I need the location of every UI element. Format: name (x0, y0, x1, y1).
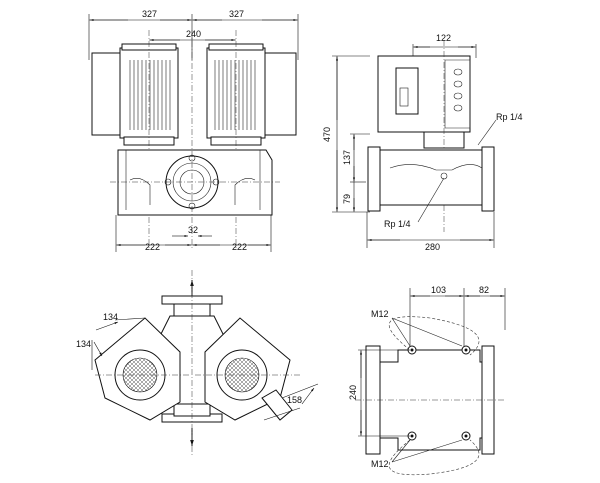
dim-222-left: 222 (145, 242, 160, 252)
dim-79: 79 (342, 194, 352, 204)
dim-280: 280 (425, 242, 440, 252)
pump-housing-front (110, 30, 280, 250)
base-plate-view: 103 82 M12 M12 240 (348, 285, 506, 476)
top-view-pump: 134 134 158 (76, 270, 319, 455)
dim-motor-width: 327 327 (88, 9, 299, 60)
label-m12-top: M12 (371, 309, 389, 319)
bolt-hole-top-right (461, 345, 471, 355)
label-m12-bottom: M12 (371, 459, 389, 469)
dim-134-a: 134 (103, 312, 118, 322)
dim-82: 82 (479, 285, 489, 295)
dim-327-left: 327 (142, 9, 157, 19)
right-motor (206, 30, 297, 250)
dim-137: 137 (342, 150, 352, 165)
dim-base: 222 222 32 (115, 215, 272, 252)
dim-103: 103 (431, 285, 446, 295)
dim-134-b: 134 (76, 339, 91, 349)
front-view-twin-pump: 327 327 240 (88, 9, 299, 252)
label-rp-top: Rp 1/4 (496, 112, 523, 122)
bolt-hole-bottom-right (461, 431, 471, 441)
dim-327-right: 327 (229, 9, 244, 19)
side-view-pump: 122 Rp 1/4 Rp 1/4 470 (322, 33, 523, 252)
dim-32: 32 (188, 225, 198, 235)
dim-158: 158 (287, 395, 302, 405)
dim-222-right: 222 (232, 242, 247, 252)
label-rp-bottom: Rp 1/4 (384, 219, 411, 229)
dim-motor-spacing: 240 (149, 29, 236, 42)
dim-470: 470 (322, 127, 332, 142)
dim-122: 122 (436, 33, 451, 43)
dim-240: 240 (186, 29, 201, 39)
left-motor (91, 30, 179, 250)
dim-240-vertical: 240 (348, 385, 358, 400)
